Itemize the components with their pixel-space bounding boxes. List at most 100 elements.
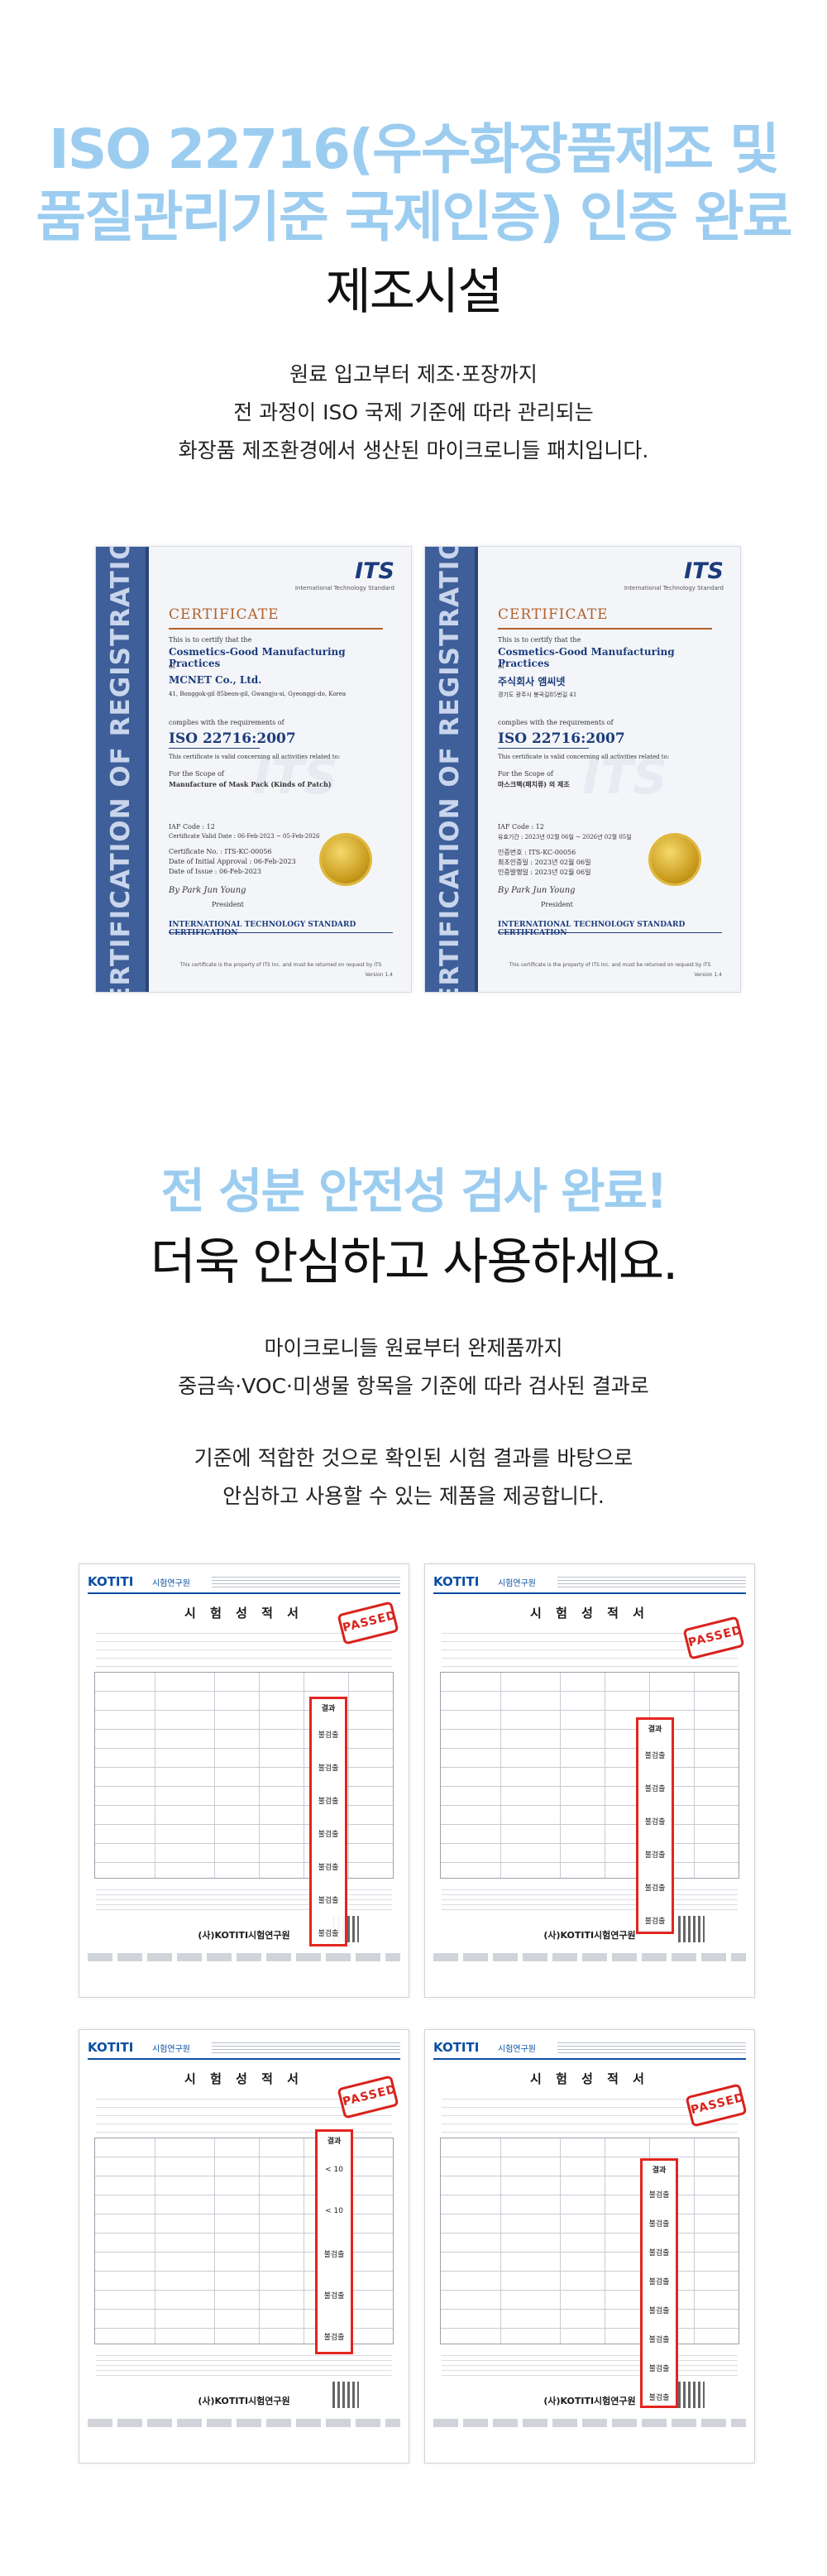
- iso-standard: ISO 22716:2007: [169, 730, 296, 747]
- issue-date: 인증발행일 : 2023년 02월 06일: [498, 869, 591, 876]
- safety-body-line: 안심하고 사용할 수 있는 제품을 제공합니다.: [222, 1484, 605, 1508]
- valid-date: Certificate Valid Date : 06-Feb-2023 ~ 0…: [169, 833, 320, 840]
- result-value: 불검출: [644, 1818, 666, 1827]
- program-name: Cosmetics-Good Manufacturing Practices: [169, 646, 346, 669]
- iso-body-line: 전 과정이 ISO 국제 기준에 따라 관리되는: [233, 400, 594, 424]
- iso-headline-line1: ISO 22716(우수화장품제조 및: [49, 117, 780, 181]
- kotiti-logo-korean: 시험연구원: [498, 2045, 536, 2054]
- result-header: 결과: [327, 2138, 342, 2146]
- result-value: 불검출: [644, 1851, 666, 1860]
- certify-text: This is to certify that the: [498, 636, 581, 644]
- results-table: [440, 1672, 739, 1879]
- iaf-code: IAF Code : 12: [498, 823, 544, 831]
- its-logo: ITS: [684, 558, 724, 584]
- version: Version 1.4: [365, 972, 393, 978]
- safety-body-line: 중금속·VOC·미생물 항목을 기준에 따라 검사된 결과로: [178, 1374, 649, 1398]
- report-header: KOTITI 시험연구원: [433, 1573, 746, 1594]
- result-value: 불검출: [323, 2334, 345, 2342]
- kotiti-logo-korean: 시험연구원: [152, 2045, 190, 2054]
- iso-body-line: 원료 입고부터 제조·포장까지: [289, 362, 538, 386]
- program-name: Cosmetics-Good Manufacturing Practices: [498, 646, 675, 669]
- property-note: This certificate is the property of ITS …: [179, 962, 382, 968]
- passed-stamp: PASSED: [685, 2083, 748, 2128]
- certificate-title: CERTIFICATE: [498, 606, 609, 623]
- safety-body-1: 마이크로니들 원료부터 완제품까지 중금속·VOC·미생물 항목을 기준에 따라…: [0, 1329, 827, 1405]
- certificate-number: 인증번호 : ITS-KC-00056: [498, 849, 576, 856]
- iso-body-line: 화장품 제조환경에서 생산된 마이크로니들 패치입니다.: [178, 438, 649, 462]
- kotiti-logo-korean: 시험연구원: [152, 1579, 190, 1588]
- valid-note: This certificate is valid concerning all…: [498, 754, 670, 760]
- version: Version 1.4: [694, 972, 722, 978]
- certificate-side-band: CERTIFICATION OF REGISTRATION: [425, 547, 478, 992]
- result-value: 불검출: [318, 1764, 339, 1773]
- watermark: ITS: [582, 749, 667, 805]
- valid-note: This certificate is valid concerning all…: [169, 754, 341, 760]
- qr-code-icon: [678, 1916, 705, 1942]
- report-title: 시 험 성 적 서: [530, 1606, 649, 1621]
- issuer-name: (사)KOTITI시험연구원: [543, 2396, 636, 2406]
- issuer-name: (사)KOTITI시험연구원: [198, 1930, 290, 1941]
- company-address: 41, Bonggok-gil 85beon-gil, Gwangju-si, …: [169, 691, 347, 697]
- of-text: of: [498, 663, 504, 670]
- result-value: 불검출: [644, 1884, 666, 1893]
- iso-subheadline: 제조시설: [325, 263, 504, 321]
- result-value: 불검출: [648, 2219, 670, 2229]
- qr-code-icon: [678, 2382, 705, 2408]
- result-value: 불검출: [648, 2248, 670, 2258]
- valid-date: 유효기간 : 2023년 02월 06일 ~ 2026년 02월 05일: [498, 834, 632, 840]
- result-value: 불검출: [648, 2364, 670, 2373]
- result-value: 불검출: [644, 1752, 666, 1760]
- iaf-code: IAF Code : 12: [169, 823, 215, 831]
- result-value: 불검출: [323, 2292, 345, 2301]
- certificate-number: Certificate No. : ITS-KC-00056: [169, 848, 272, 855]
- certificate-side-band: CERTIFICATION OF REGISTRATION: [96, 547, 149, 992]
- complies-text: complies with the requirements of: [169, 719, 284, 726]
- safety-subheadline: 더욱 안심하고 사용하세요.: [150, 1233, 678, 1291]
- president-label: President: [212, 901, 244, 908]
- its-logo: ITS: [355, 558, 394, 584]
- result-header: 결과: [321, 1705, 336, 1713]
- signature: By Park Jun Young: [169, 886, 246, 895]
- results-table: [440, 2138, 739, 2344]
- iso-headline: ISO 22716(우수화장품제조 및 품질관리기준 국제인증) 인증 완료: [0, 116, 827, 251]
- result-value: 불검출: [318, 1930, 339, 1938]
- kotiti-logo: KOTITI: [433, 2040, 480, 2055]
- scope-label: For the Scope of: [498, 770, 553, 778]
- result-value: 불검출: [644, 1785, 666, 1793]
- report-title: 시 험 성 적 서: [184, 2071, 304, 2086]
- safety-body-2: 기준에 적합한 것으로 확인된 시험 결과를 바탕으로 안심하고 사용할 수 있…: [0, 1439, 827, 1515]
- kotiti-logo: KOTITI: [433, 1574, 480, 1589]
- safety-body-line: 기준에 적합한 것으로 확인된 시험 결과를 바탕으로: [194, 1446, 633, 1470]
- watermark: ITS: [253, 749, 338, 805]
- president-label: President: [541, 901, 573, 908]
- its-logo-sub: International Technology Standard: [294, 585, 394, 591]
- result-value: 불검출: [648, 2393, 670, 2402]
- initial-approval: 최초인증일 : 2023년 02월 06일: [498, 859, 591, 866]
- qr-code-icon: [332, 2382, 359, 2408]
- iso-certificate-english: CERTIFICATION OF REGISTRATION ITS ITS In…: [95, 546, 412, 993]
- result-value: 불검출: [648, 2306, 670, 2315]
- kotiti-logo: KOTITI: [88, 2040, 134, 2055]
- property-note: This certificate is the property of ITS …: [509, 962, 711, 968]
- result-value: 불검출: [648, 2335, 670, 2344]
- its-logo-sub: International Technology Standard: [624, 585, 724, 591]
- results-table: [94, 1672, 394, 1879]
- gold-seal-icon: [651, 836, 699, 883]
- complies-text: complies with the requirements of: [498, 719, 614, 726]
- of-text: of: [169, 663, 175, 670]
- kotiti-logo-korean: 시험연구원: [498, 1579, 536, 1588]
- report-title: 시 험 성 적 서: [530, 2071, 649, 2086]
- iso-headline-line2: 품질관리기준 국제인증) 인증 완료: [36, 185, 792, 249]
- iso-body: 원료 입고부터 제조·포장까지 전 과정이 ISO 국제 기준에 따라 관리되는…: [0, 356, 827, 470]
- certify-text: This is to certify that the: [169, 636, 252, 644]
- company-name: MCNET Co., Ltd.: [169, 674, 262, 686]
- result-value: 불검출: [644, 1918, 666, 1926]
